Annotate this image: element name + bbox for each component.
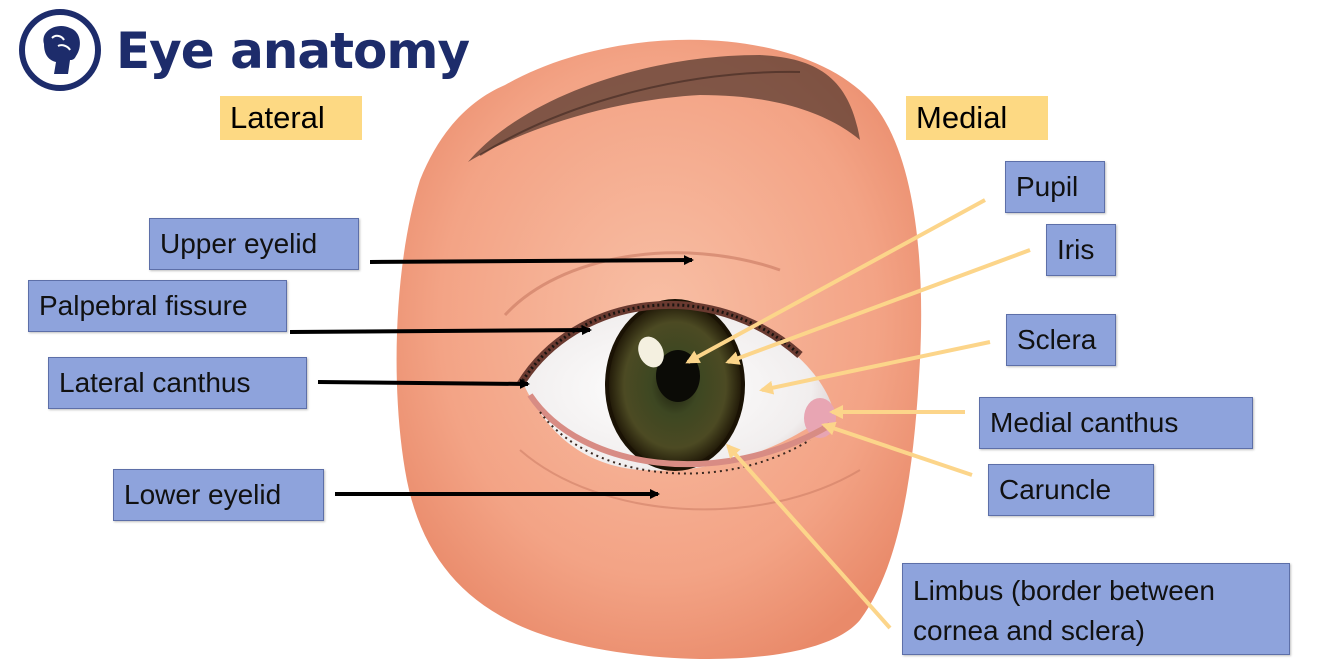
arrow-limbus [726, 443, 892, 630]
label-pupil: Pupil [1005, 161, 1105, 213]
label-limbus-line1: Limbus (border between [913, 575, 1215, 606]
arrow-iris [725, 248, 1031, 365]
arrow-palpebral-fissure [289, 325, 592, 336]
arrow-pupil [685, 198, 986, 364]
medial-tag: Medial [906, 96, 1048, 140]
label-medial-canthus: Medial canthus [979, 397, 1253, 449]
label-lower-eyelid: Lower eyelid [113, 469, 324, 521]
label-sclera: Sclera [1006, 314, 1116, 366]
label-limbus: Limbus (border between cornea and sclera… [902, 563, 1290, 655]
label-upper-eyelid: Upper eyelid [149, 218, 359, 270]
eye-highlight [638, 336, 664, 368]
arrow-sclera [759, 340, 991, 395]
eyebrow [468, 55, 860, 162]
arrow-caruncle [821, 421, 973, 477]
label-iris: Iris [1046, 224, 1116, 276]
page-title: Eye anatomy [116, 22, 470, 80]
label-palpebral-fissure: Palpebral fissure [28, 280, 287, 332]
label-lateral-canthus: Lateral canthus [48, 357, 307, 409]
arrow-upper-eyelid [369, 255, 694, 266]
arrow-lateral-canthus [317, 378, 530, 389]
label-limbus-line2: cornea and sclera) [913, 615, 1145, 646]
lower-lid-margin [527, 393, 832, 468]
brain-head-icon [19, 9, 101, 91]
label-caruncle: Caruncle [988, 464, 1154, 516]
lateral-tag: Lateral [220, 96, 362, 140]
